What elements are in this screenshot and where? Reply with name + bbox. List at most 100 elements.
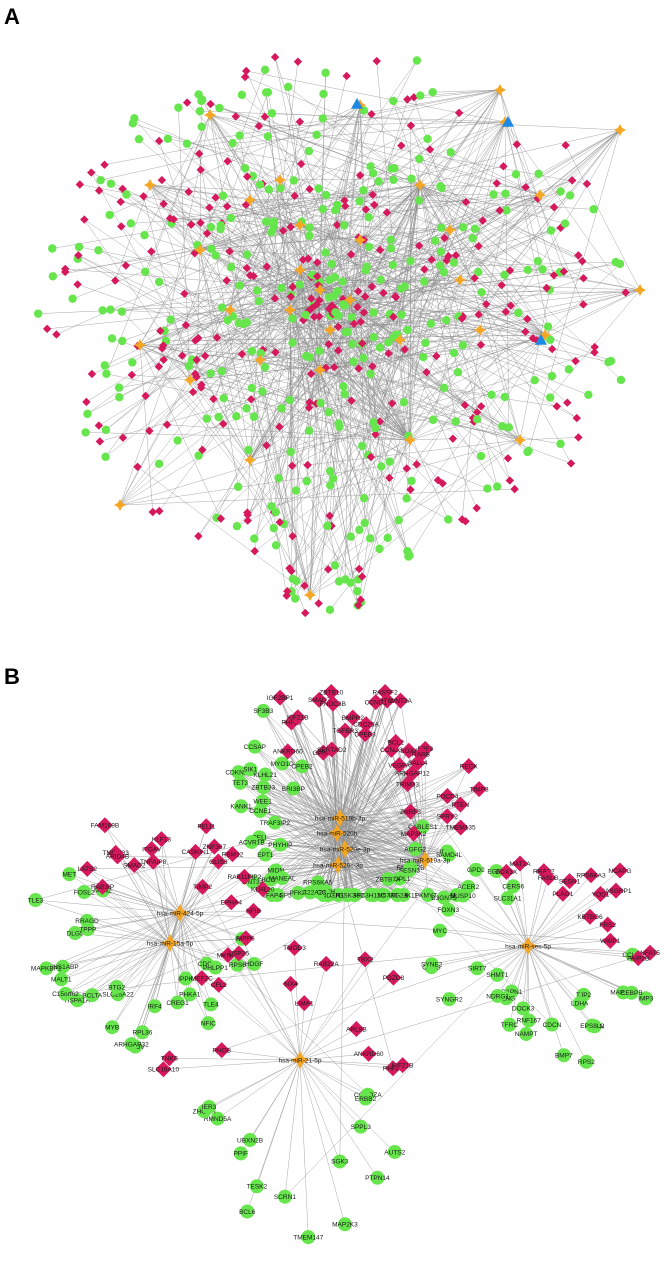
gene-node-diamond: [147, 247, 156, 256]
gene-node-circle: [232, 521, 242, 531]
edge: [339, 811, 411, 819]
gene-circle-shape: [332, 1154, 347, 1169]
edge: [409, 438, 453, 441]
gene-node-circle: [206, 222, 216, 232]
edge: [241, 354, 311, 596]
edge: [287, 751, 339, 866]
edge: [169, 846, 215, 944]
gene-node-circle: [421, 338, 430, 347]
mirna-hub: hsa-miR-424-5p: [157, 904, 204, 922]
edge: [413, 97, 521, 441]
gene-label: ARL8B: [346, 1026, 367, 1033]
gene-node-circle: [98, 306, 107, 315]
gene-node-circle: [412, 56, 422, 65]
gene-node-diamond: SIX4: [282, 975, 299, 992]
gene-node-circle: [358, 353, 368, 363]
gene-node-circle: ACVR1B: [239, 834, 265, 849]
edge: [111, 912, 181, 1028]
gene-label: ATG2A: [387, 892, 408, 899]
edge: [477, 945, 529, 969]
gene-node-circle: [560, 219, 570, 228]
gene-node-diamond: [296, 159, 306, 169]
gene-label: VEGFA: [388, 762, 410, 769]
gene-node-diamond: NFAT5: [640, 944, 660, 961]
gene-node-diamond: [133, 462, 142, 472]
edge: [393, 129, 621, 338]
edge: [169, 942, 238, 965]
gene-diamond-shape: [223, 894, 240, 911]
gene-diamond-shape: [392, 692, 409, 709]
edge: [121, 269, 301, 312]
gene-circle-shape: [490, 967, 505, 982]
edge: [289, 309, 509, 459]
gene-node-circle: [240, 163, 250, 173]
edge: [281, 763, 339, 866]
gene-node-circle: [355, 197, 364, 206]
gene-node-diamond: [358, 339, 367, 348]
edge: [179, 886, 203, 914]
gene-diamond-shape: [286, 939, 303, 956]
edge: [289, 309, 506, 313]
gene-node-circle: [118, 336, 127, 346]
gene-node-circle: [385, 457, 395, 466]
gene-node-circle: TET3: [232, 775, 249, 790]
gene-node-diamond: [73, 280, 82, 289]
gene-node-diamond: FRS2: [599, 916, 616, 933]
gene-node-circle: [218, 303, 227, 312]
gene-node-diamond: [308, 303, 317, 312]
edge: [117, 942, 171, 995]
gene-label: GPR49: [313, 750, 335, 757]
gene-diamond-shape: [400, 742, 417, 759]
gene-node-diamond: ZBTB10: [319, 684, 344, 700]
edge: [431, 945, 529, 965]
gene-label: SCRN1: [274, 1194, 296, 1201]
mirna-node: [534, 189, 546, 201]
gene-node-diamond: [542, 283, 551, 293]
gene-node-circle: [197, 95, 207, 104]
edge: [410, 125, 451, 231]
edge: [169, 851, 196, 944]
edge: [232, 239, 361, 317]
gene-circle-shape: [402, 863, 417, 878]
edge: [289, 309, 340, 582]
gene-node-diamond: ARID4B: [106, 848, 129, 865]
gene-node-circle: [202, 414, 212, 423]
edge: [336, 762, 418, 834]
edge: [299, 269, 577, 419]
edge: [163, 1059, 301, 1070]
gene-circle-shape: [28, 893, 43, 908]
gene-node-diamond: [237, 349, 247, 359]
gene-node-circle: RPS6KA5: [303, 875, 333, 890]
gene-node-diamond: [287, 566, 296, 576]
gene-node-diamond: [323, 565, 333, 574]
edge: [344, 393, 411, 441]
gene-node-diamond: [501, 307, 511, 317]
gene-label: RELI: [252, 835, 267, 842]
gene-label: PAIP2B: [627, 955, 649, 962]
gene-node-diamond: ZNF367: [203, 838, 226, 855]
edge: [339, 741, 396, 819]
gene-node-diamond: [492, 179, 502, 188]
gene-node-diamond: [80, 215, 89, 224]
gene-node-circle: [321, 68, 330, 78]
gene-node-diamond: [356, 317, 365, 327]
edge: [84, 219, 411, 441]
gene-node-circle: NAMPT: [515, 1026, 538, 1041]
edge: [299, 1059, 403, 1066]
edge: [389, 329, 481, 479]
gene-node-diamond: [300, 581, 309, 590]
gene-node-circle: [126, 219, 136, 228]
gene-node-diamond: [349, 319, 359, 329]
gene-node-circle: [277, 404, 286, 413]
gene-label: CASKIN1: [182, 849, 210, 856]
gene-label: IVNS1ABP: [47, 964, 79, 971]
gene-label: PELI1: [197, 824, 215, 831]
gene-node-diamond: [590, 342, 599, 352]
gene-diamond-shape: [296, 995, 313, 1012]
gene-label: KBTBD6: [577, 914, 603, 921]
gene-node-circle: PTPN14: [365, 1170, 390, 1185]
gene-node-circle: [489, 190, 498, 199]
edge: [158, 114, 211, 367]
gene-label: PPIF: [234, 1151, 248, 1158]
edge: [201, 99, 301, 271]
